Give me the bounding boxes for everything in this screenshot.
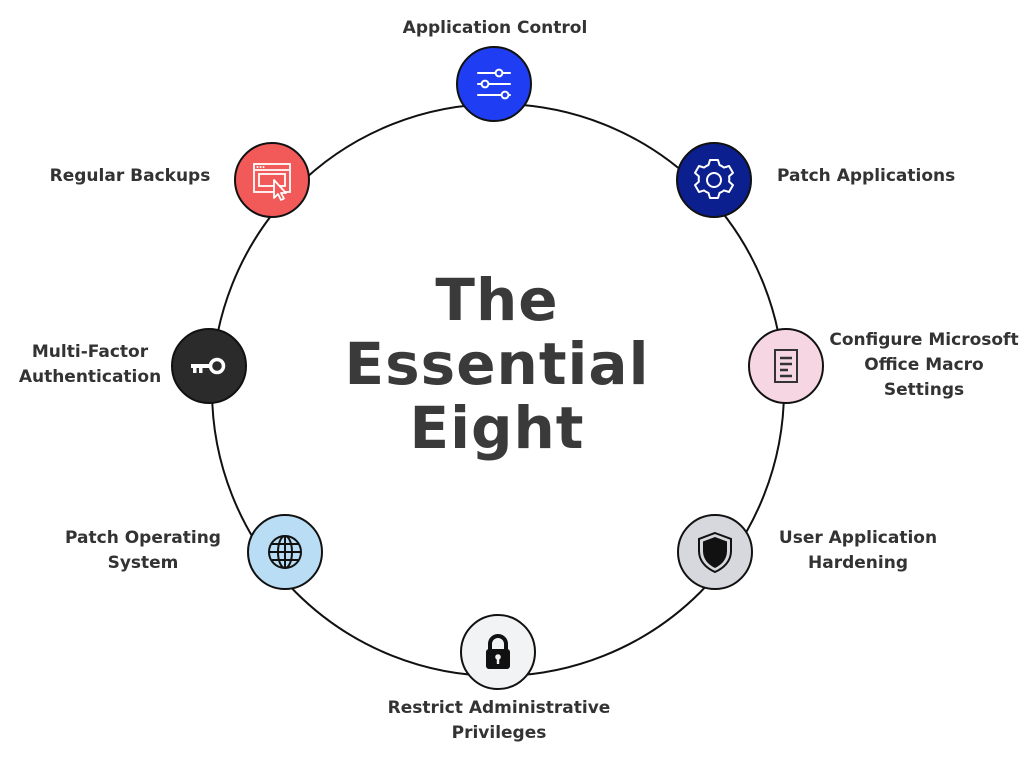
title-line-1: The: [435, 266, 559, 334]
label-user-application-hardening: User Application Hardening: [778, 528, 938, 573]
node-patch-operating-system: [247, 514, 323, 590]
document-icon: [774, 349, 798, 383]
key-icon: [191, 357, 226, 375]
label-patch-applications: Patch Applications: [777, 166, 956, 186]
node-multi-factor-authentication: [171, 328, 247, 404]
gear-icon: [694, 159, 734, 199]
title-line-2: Essential: [344, 330, 650, 398]
lock-icon: [486, 634, 510, 669]
shield-icon: [698, 531, 732, 574]
label-regular-backups: Regular Backups: [49, 166, 211, 186]
node-regular-backups: [234, 142, 310, 218]
browser-cursor-icon: [253, 163, 291, 201]
label-restrict-admin-privileges: Restrict Administrative Privileges: [387, 698, 611, 743]
label-application-control: Application Control: [402, 18, 588, 38]
label-multi-factor-authentication: Multi-Factor Authentication: [18, 342, 162, 387]
globe-icon: [268, 535, 302, 569]
node-patch-applications: [676, 142, 752, 218]
sliders-icon: [477, 68, 511, 100]
label-configure-office-macro: Configure Microsoft Office Macro Setting…: [829, 330, 1019, 400]
diagram-title: The Essential Eight: [312, 268, 682, 460]
label-patch-operating-system: Patch Operating System: [65, 528, 221, 573]
node-application-control: [456, 46, 532, 122]
node-restrict-admin-privileges: [460, 614, 536, 690]
node-configure-office-macro: [748, 328, 824, 404]
title-line-3: Eight: [409, 394, 585, 462]
node-user-application-hardening: [677, 514, 753, 590]
